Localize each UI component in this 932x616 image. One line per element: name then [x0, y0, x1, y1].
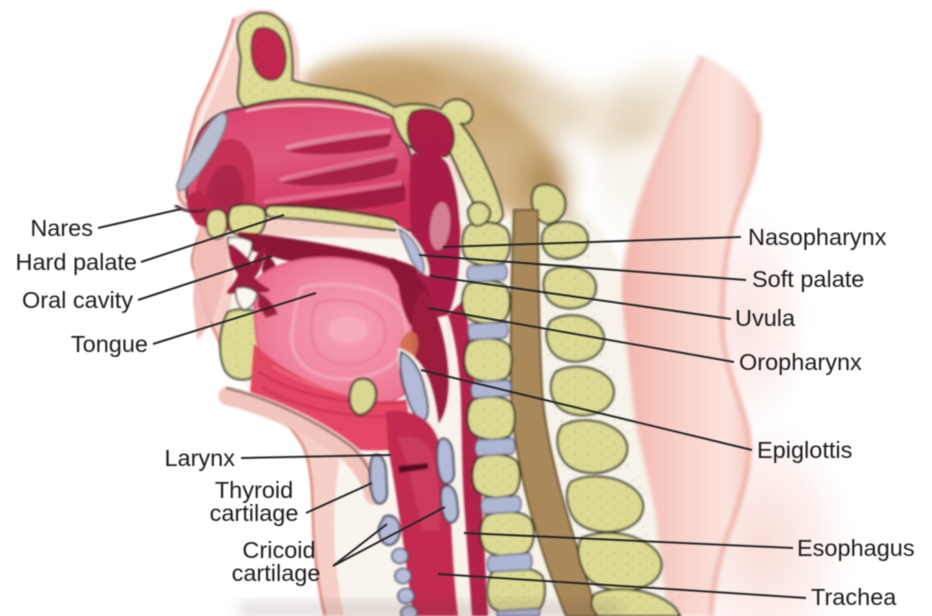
svg-text:Oral cavity: Oral cavity [22, 287, 133, 313]
svg-text:Larynx: Larynx [164, 445, 235, 471]
svg-text:cartilage: cartilage [210, 500, 299, 526]
svg-text:Tongue: Tongue [71, 331, 148, 357]
svg-text:Thyroid: Thyroid [215, 477, 293, 503]
svg-text:Oropharynx: Oropharynx [739, 349, 862, 375]
svg-text:Esophagus: Esophagus [797, 535, 915, 561]
svg-text:Epiglottis: Epiglottis [757, 437, 852, 463]
svg-text:Soft palate: Soft palate [752, 266, 864, 292]
svg-text:Uvula: Uvula [735, 305, 796, 331]
svg-text:Hard palate: Hard palate [16, 249, 138, 275]
svg-text:Cricoid: Cricoid [242, 537, 315, 563]
svg-text:cartilage: cartilage [232, 560, 321, 586]
svg-text:Nasopharynx: Nasopharynx [748, 224, 887, 250]
svg-text:Nares: Nares [30, 215, 93, 241]
svg-text:Trachea: Trachea [811, 584, 897, 610]
